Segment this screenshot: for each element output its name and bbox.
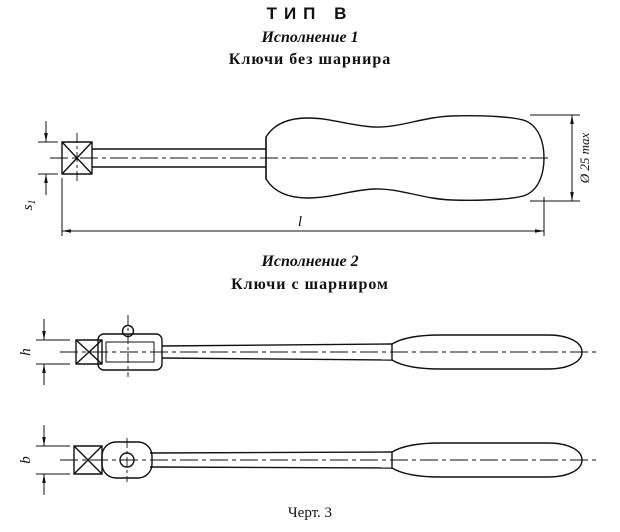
arrowhead bbox=[42, 474, 46, 483]
square-drive-diagonal bbox=[61, 141, 93, 175]
arrowhead bbox=[570, 115, 574, 124]
hinge-pin-head bbox=[121, 324, 135, 338]
hinge-pin-hole bbox=[119, 452, 135, 468]
arrowhead bbox=[42, 437, 46, 446]
shaft-outline bbox=[149, 466, 393, 469]
dimension-diameter: Ø 25 max bbox=[530, 114, 592, 202]
hinge-head-outline bbox=[101, 441, 153, 479]
handle-outline bbox=[391, 334, 583, 370]
square-drive bbox=[61, 141, 93, 175]
dimension-length: l bbox=[61, 178, 545, 236]
type-title: ТИП В bbox=[266, 4, 354, 23]
clevis-outline bbox=[97, 333, 163, 371]
square-drive bbox=[75, 339, 103, 365]
arrowhead bbox=[62, 229, 71, 233]
handle-outline bbox=[265, 115, 545, 201]
dim-label-diameter: Ø 25 max bbox=[577, 132, 592, 184]
dim-label-h: h bbox=[18, 348, 34, 356]
arrowhead bbox=[44, 174, 48, 183]
square-drive-diagonal bbox=[73, 445, 103, 475]
execution1-heading: Исполнение 1 bbox=[261, 29, 359, 46]
handle-outline bbox=[391, 442, 583, 478]
figure-key-with-hinge-side: h bbox=[18, 315, 600, 385]
execution2-subheading: Ключи с шарниром bbox=[231, 276, 389, 293]
arrowhead bbox=[42, 331, 46, 340]
shaft-outline bbox=[149, 451, 393, 454]
clevis-slot bbox=[105, 341, 155, 363]
dim-label-s1-base: s bbox=[20, 204, 36, 210]
shaft-outline bbox=[161, 357, 393, 361]
hinged-wrench-top-view bbox=[60, 438, 600, 482]
wrench-no-hinge-drawing bbox=[50, 115, 552, 201]
figure-key-with-hinge-top: b bbox=[18, 425, 600, 495]
dim-label-s1-subscript: 1 bbox=[27, 200, 38, 205]
arrowhead bbox=[42, 364, 46, 373]
shaft-outline bbox=[161, 343, 393, 347]
dimension-h: h bbox=[18, 319, 70, 385]
dim-label-length: l bbox=[298, 214, 302, 230]
dim-label-b: b bbox=[18, 456, 34, 464]
hinged-wrench-side-view bbox=[60, 315, 600, 377]
dim-label-s1: s1 bbox=[20, 200, 38, 211]
arrowhead bbox=[44, 133, 48, 142]
arrowhead bbox=[570, 192, 574, 201]
figure-caption: Черт. 3 bbox=[287, 505, 333, 521]
dimension-b: b bbox=[18, 425, 70, 495]
dimension-s1: s1 bbox=[20, 121, 58, 210]
execution2-heading: Исполнение 2 bbox=[261, 253, 359, 270]
figure-key-without-hinge: s1 l Ø 25 max bbox=[20, 114, 592, 236]
arrowhead bbox=[535, 229, 544, 233]
execution1-subheading: Ключи без шарнира bbox=[228, 51, 392, 68]
